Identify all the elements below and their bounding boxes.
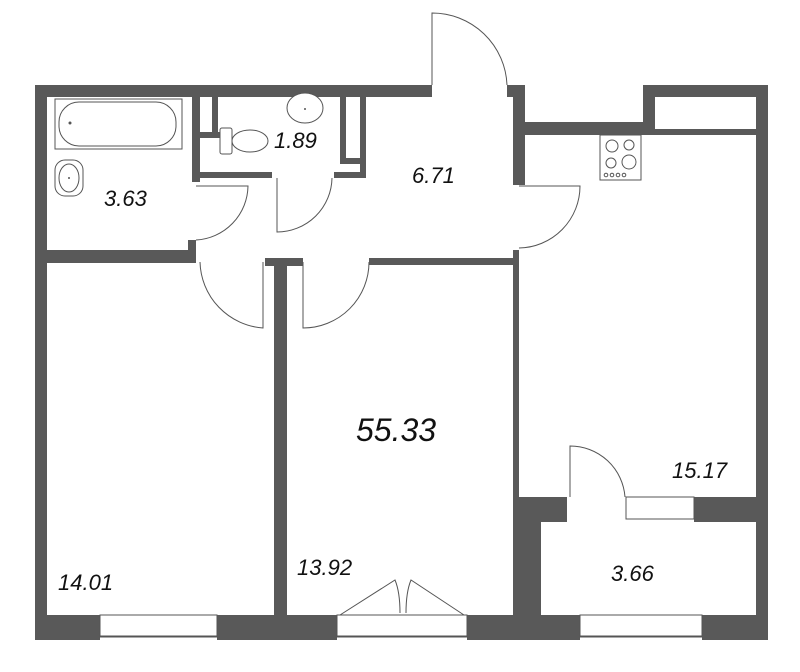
fixtures	[54, 92, 642, 197]
bathroom-area: 3.63	[104, 186, 147, 211]
balcony-area: 3.66	[611, 561, 654, 586]
bedroom-center-area: 13.92	[297, 555, 353, 580]
bedroom-left-area: 14.01	[58, 570, 114, 595]
windows	[99, 496, 703, 638]
kitchen-area: 15.17	[672, 458, 728, 483]
walls	[35, 85, 768, 640]
total-area: 55.33	[356, 412, 437, 448]
doors	[195, 12, 626, 616]
hallway-area: 6.71	[412, 163, 455, 188]
toilet-area: 1.89	[274, 128, 317, 153]
